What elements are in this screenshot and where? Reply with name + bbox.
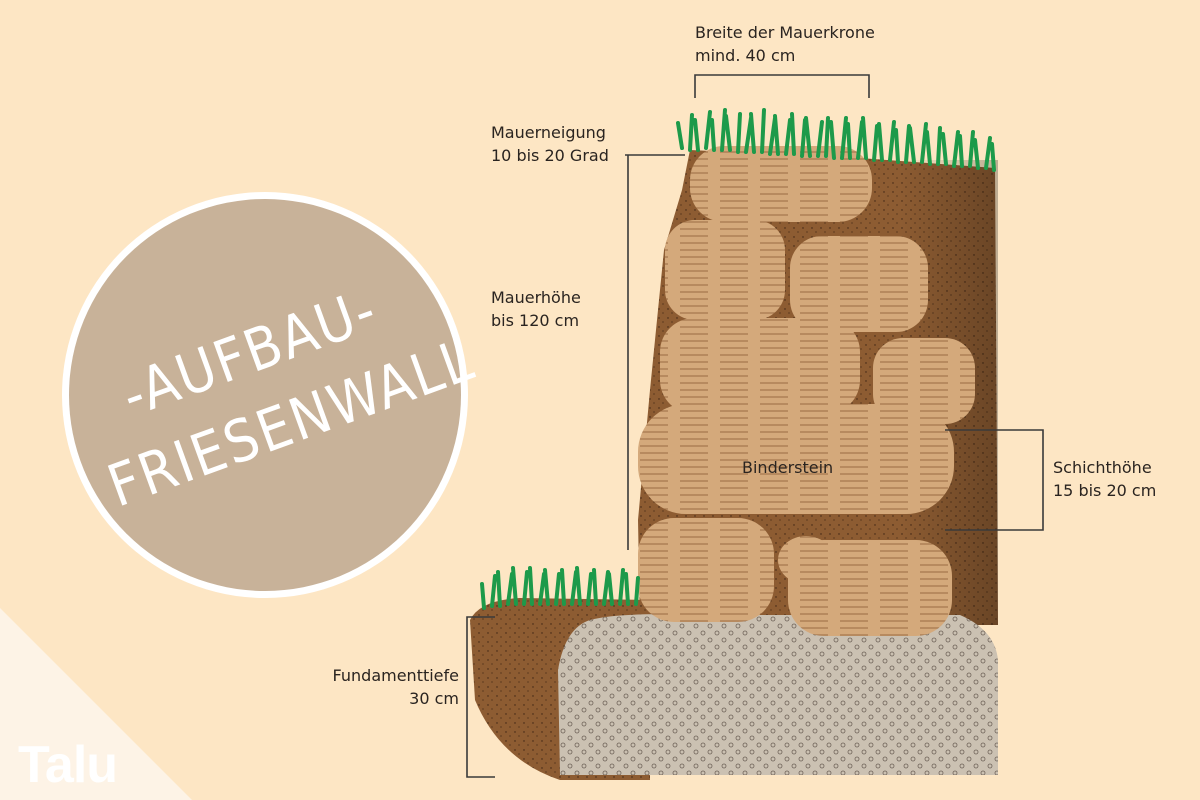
stone <box>790 236 928 332</box>
foundation-line1: Fundamenttiefe <box>332 666 459 685</box>
crown-width-label: Breite der Mauerkrone mind. 40 cm <box>695 21 875 67</box>
talu-logo: Talu <box>18 736 118 794</box>
binder-stone <box>638 404 954 514</box>
height-line2: bis 120 cm <box>491 311 580 330</box>
foundation-line2: 30 cm <box>409 689 459 708</box>
height-line1: Mauerhöhe <box>491 288 581 307</box>
slope-line1: Mauerneigung <box>491 123 606 142</box>
binder-label: Binderstein <box>742 458 834 477</box>
foundation-label: Fundamenttiefe 30 cm <box>333 664 459 710</box>
slope-label: Mauerneigung 10 bis 20 Grad <box>491 121 609 167</box>
crown-bracket <box>694 74 870 98</box>
grass-bottom <box>480 566 640 610</box>
crown-width-line2: mind. 40 cm <box>695 46 796 65</box>
stone <box>788 540 952 636</box>
gravel-foundation <box>558 614 998 775</box>
stone <box>690 146 872 222</box>
slope-line2: 10 bis 20 Grad <box>491 146 609 165</box>
layer-height-label: Schichthöhe 15 bis 20 cm <box>1053 456 1156 502</box>
title-badge: -AUFBAU- FRIESENWALL <box>62 192 483 598</box>
stone <box>660 318 860 414</box>
stone <box>873 338 975 424</box>
stone <box>665 220 785 320</box>
corner-triangle <box>0 608 192 800</box>
foundation-bracket <box>466 616 495 778</box>
height-label: Mauerhöhe bis 120 cm <box>491 286 581 332</box>
stones <box>638 146 975 636</box>
grass-top <box>676 108 996 172</box>
crown-width-line1: Breite der Mauerkrone <box>695 23 875 42</box>
layer-height-line1: Schichthöhe <box>1053 458 1152 477</box>
layer-height-line2: 15 bis 20 cm <box>1053 481 1157 500</box>
layer-bracket <box>945 429 1044 531</box>
measure-lines <box>466 74 1044 778</box>
stone <box>638 518 774 622</box>
